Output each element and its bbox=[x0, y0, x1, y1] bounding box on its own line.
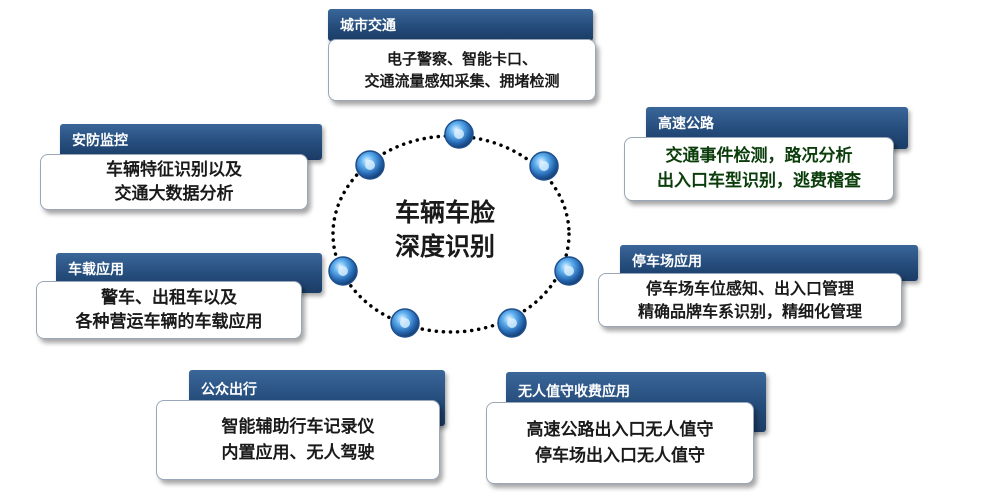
center-title-line1: 车辆车脸 bbox=[394, 198, 495, 227]
card-line: 交通流量感知采集、拥堵检测 bbox=[364, 72, 560, 90]
card-body: 车辆特征识别以及 交通大数据分析 bbox=[40, 154, 308, 210]
card-body: 电子警察、智能卡口、 交通流量感知采集、拥堵检测 bbox=[328, 39, 596, 101]
blue-node-icon bbox=[529, 151, 559, 181]
card-line: 警车、出租车以及 bbox=[101, 288, 237, 308]
center-title-line2: 深度识别 bbox=[394, 232, 495, 261]
card-security: 安防监控 车辆特征识别以及 交通大数据分析 bbox=[40, 124, 322, 214]
card-line: 停车场车位感知、出入口管理 bbox=[645, 279, 854, 298]
card-line: 智能辅助行车记录仪 bbox=[221, 417, 375, 437]
card-title: 车载应用 bbox=[68, 262, 124, 278]
center-title: 车辆车脸 深度识别 bbox=[360, 196, 530, 264]
card-body: 警车、出租车以及 各种营运车辆的车载应用 bbox=[36, 281, 302, 339]
card-line: 内置应用、无人驾驶 bbox=[221, 443, 375, 463]
card-title: 无人值守收费应用 bbox=[518, 384, 630, 400]
card-line: 车辆特征识别以及 bbox=[106, 160, 242, 180]
blue-node-icon bbox=[328, 256, 358, 286]
card-line: 停车场出入口无人值守 bbox=[535, 446, 705, 466]
card-city-traffic: 城市交通 电子警察、智能卡口、 交通流量感知采集、拥堵检测 bbox=[328, 9, 598, 101]
card-body: 高速公路出入口无人值守 停车场出入口无人值守 bbox=[486, 402, 754, 484]
card-line: 各种营运车辆的车载应用 bbox=[75, 312, 263, 332]
card-title: 高速公路 bbox=[658, 116, 714, 132]
blue-node-icon bbox=[497, 308, 527, 338]
card-line: 精确品牌车系识别，精细化管理 bbox=[637, 302, 862, 321]
card-body: 智能辅助行车记录仪 内置应用、无人驾驶 bbox=[156, 400, 440, 480]
blue-node-icon bbox=[444, 119, 474, 149]
card-header: 城市交通 bbox=[328, 9, 593, 41]
card-title: 公众出行 bbox=[201, 382, 257, 398]
blue-node-icon bbox=[554, 256, 584, 286]
card-line: 交通大数据分析 bbox=[114, 184, 234, 204]
card-line: 出入口车型识别，逃费稽查 bbox=[657, 171, 861, 191]
card-body: 停车场车位感知、出入口管理 精确品牌车系识别，精细化管理 bbox=[598, 273, 902, 327]
card-vehicle: 车载应用 警车、出租车以及 各种营运车辆的车载应用 bbox=[36, 253, 326, 343]
card-line: 高速公路出入口无人值守 bbox=[526, 420, 714, 440]
blue-node-icon bbox=[390, 308, 420, 338]
card-public-travel: 公众出行 智能辅助行车记录仪 内置应用、无人驾驶 bbox=[156, 370, 448, 488]
card-unmanned-toll: 无人值守收费应用 高速公路出入口无人值守 停车场出入口无人值守 bbox=[486, 372, 768, 490]
card-line: 交通事件检测，路况分析 bbox=[665, 146, 853, 166]
card-highway: 高速公路 交通事件检测，路况分析 出入口车型识别，逃费稽查 bbox=[624, 107, 909, 205]
card-title: 城市交通 bbox=[340, 18, 396, 34]
card-title: 停车场应用 bbox=[632, 254, 702, 270]
ring-nodes bbox=[328, 119, 584, 338]
blue-node-icon bbox=[355, 150, 385, 180]
card-parking: 停车场应用 停车场车位感知、出入口管理 精确品牌车系识别，精细化管理 bbox=[598, 245, 920, 330]
card-line: 电子警察、智能卡口、 bbox=[386, 50, 537, 68]
card-title: 安防监控 bbox=[72, 133, 128, 149]
card-body: 交通事件检测，路况分析 出入口车型识别，逃费稽查 bbox=[624, 137, 894, 201]
